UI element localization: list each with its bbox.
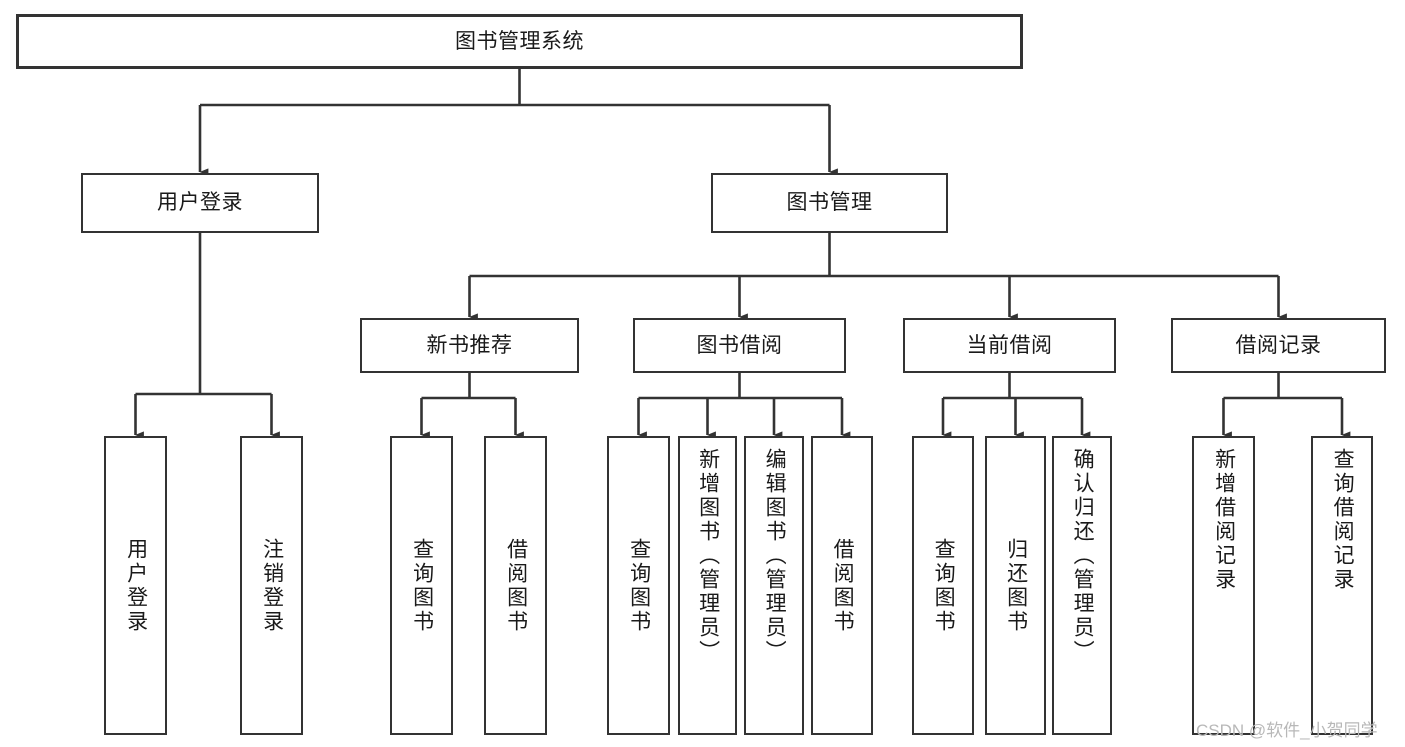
node-root[interactable]: 图书管理系统 (16, 14, 1023, 69)
node-leaf-add-book[interactable]: 新增图书（管理员） (678, 436, 737, 735)
node-label-leaf-borrow-book-1: 借阅图书 (504, 537, 528, 634)
node-label-new-book-recommend: 新书推荐 (426, 333, 513, 357)
node-label-book-borrow: 图书借阅 (696, 333, 783, 357)
node-label-leaf-add-book: 新增图书（管理员） (696, 448, 720, 664)
node-label-leaf-user-login: 用户登录 (124, 537, 148, 634)
node-leaf-user-logout[interactable]: 注销登录 (240, 436, 303, 735)
node-new-book-recommend[interactable]: 新书推荐 (360, 318, 579, 373)
csdn-watermark: CSDN @软件_小贺同学 (1196, 721, 1378, 740)
node-leaf-query-book-3[interactable]: 查询图书 (912, 436, 974, 735)
node-label-leaf-query-record: 查询借阅记录 (1331, 448, 1355, 592)
node-leaf-borrow-book-1[interactable]: 借阅图书 (484, 436, 547, 735)
node-current-borrow[interactable]: 当前借阅 (903, 318, 1116, 373)
node-label-root: 图书管理系统 (455, 29, 584, 53)
node-borrow-record[interactable]: 借阅记录 (1171, 318, 1386, 373)
node-leaf-return-book[interactable]: 归还图书 (985, 436, 1046, 735)
node-label-leaf-confirm-return: 确认归还（管理员） (1071, 448, 1095, 664)
node-leaf-query-book-2[interactable]: 查询图书 (607, 436, 670, 735)
node-label-leaf-add-record: 新增借阅记录 (1212, 448, 1236, 592)
node-label-book-manage: 图书管理 (786, 191, 873, 215)
node-book-borrow[interactable]: 图书借阅 (633, 318, 846, 373)
node-label-leaf-user-logout: 注销登录 (260, 537, 284, 634)
node-label-leaf-return-book: 归还图书 (1004, 537, 1028, 634)
node-leaf-query-book-1[interactable]: 查询图书 (390, 436, 453, 735)
node-leaf-query-record[interactable]: 查询借阅记录 (1311, 436, 1373, 735)
node-label-user-login: 用户登录 (157, 191, 243, 215)
node-book-manage[interactable]: 图书管理 (711, 173, 948, 233)
node-leaf-borrow-book-2[interactable]: 借阅图书 (811, 436, 873, 735)
node-label-leaf-edit-book: 编辑图书（管理员） (763, 448, 787, 664)
node-label-leaf-query-book-2: 查询图书 (627, 537, 651, 634)
node-leaf-confirm-return[interactable]: 确认归还（管理员） (1052, 436, 1112, 735)
node-leaf-edit-book[interactable]: 编辑图书（管理员） (744, 436, 804, 735)
node-user-login[interactable]: 用户登录 (81, 173, 319, 233)
node-label-leaf-borrow-book-2: 借阅图书 (831, 537, 855, 634)
node-leaf-add-record[interactable]: 新增借阅记录 (1192, 436, 1255, 735)
node-label-borrow-record: 借阅记录 (1235, 333, 1322, 357)
node-leaf-user-login[interactable]: 用户登录 (104, 436, 167, 735)
node-label-leaf-query-book-3: 查询图书 (932, 537, 956, 634)
node-label-leaf-query-book-1: 查询图书 (410, 537, 434, 634)
node-label-current-borrow: 当前借阅 (966, 333, 1053, 357)
